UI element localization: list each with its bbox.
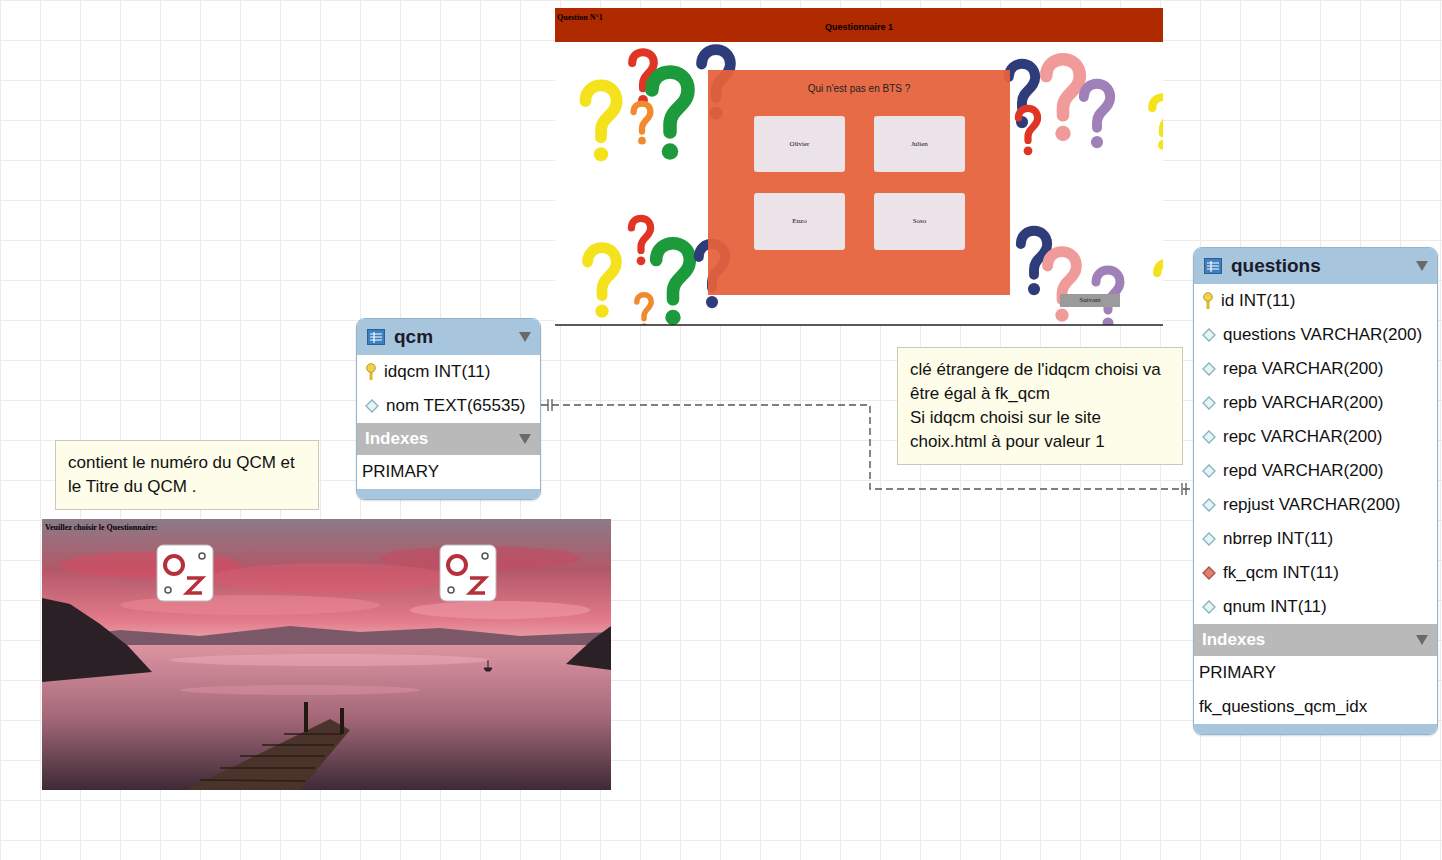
column-icon [1202, 532, 1216, 546]
section-name: Indexes [365, 429, 428, 449]
answer-text: Soso [913, 217, 927, 226]
cardinality-mark [547, 399, 548, 411]
column-name: id INT(11) [1221, 291, 1295, 311]
table-entity: questions id INT(11) questions VARCHAR(200… [1193, 247, 1438, 735]
table-icon [1204, 258, 1222, 274]
answer-button: Enzo [754, 193, 845, 250]
column-row: id INT(11) [1194, 284, 1437, 318]
table-header: qcm [357, 319, 540, 355]
note-box: contient le numéro du QCM et le Titre du… [55, 440, 319, 510]
relationship-line [541, 405, 1193, 489]
note-text: Si idqcm choisi sur le site choix.html à… [910, 406, 1170, 454]
answer-button: Soso [874, 193, 965, 250]
cardinality-mark [1181, 483, 1182, 495]
column-name: idqcm INT(11) [384, 362, 490, 382]
index-name: PRIMARY [1199, 663, 1276, 683]
column-name: questions VARCHAR(200) [1223, 325, 1422, 345]
note-box: clé étrangere de l'idqcm choisi va être … [897, 347, 1183, 465]
collapse-triangle [1392, 261, 1428, 272]
quiz-icon [440, 545, 496, 601]
column-icon [1202, 464, 1216, 478]
collapse-triangle [495, 434, 531, 445]
collapse-triangle [495, 332, 531, 343]
column-name: qnum INT(11) [1223, 597, 1327, 617]
quiz-title: Questionnaire 1 [555, 22, 1163, 33]
column-icon [1202, 430, 1216, 444]
table-name: questions [1231, 255, 1321, 277]
cardinality-mark [551, 399, 552, 411]
column-row: repd VARCHAR(200) [1194, 454, 1437, 488]
column-icon [1202, 498, 1216, 512]
column-icon [1202, 328, 1216, 342]
question-mark-pattern [585, 50, 1163, 325]
index-name: PRIMARY [362, 462, 439, 482]
primary-key-icon [365, 363, 377, 381]
collapse-triangle [1392, 635, 1428, 646]
column-row: repa VARCHAR(200) [1194, 352, 1437, 386]
answer-button: Olivier [754, 116, 845, 172]
answer-text: Enzo [792, 217, 806, 226]
note-text: clé étrangere de l'idqcm choisi va être … [910, 358, 1170, 406]
foreign-key-icon [1202, 566, 1216, 580]
cardinality-mark [1185, 483, 1186, 495]
question-panel: Qui n'est pas en BTS ? Olivier JulienEnzo S… [708, 70, 1010, 295]
table-header: questions [1194, 248, 1437, 284]
column-icon [365, 399, 379, 413]
column-row: nom TEXT(65535) [357, 389, 540, 423]
column-icon [1202, 396, 1216, 410]
column-name: fk_qcm INT(11) [1223, 563, 1339, 583]
next-button: Suivant [1060, 294, 1120, 307]
question-text: Qui n'est pas en BTS ? [708, 70, 1010, 95]
column-row: idqcm INT(11) [357, 355, 540, 389]
index-row: PRIMARY [357, 455, 540, 489]
column-row: repb VARCHAR(200) [1194, 386, 1437, 420]
column-row: repjust VARCHAR(200) [1194, 488, 1437, 522]
index-row: PRIMARY [1194, 656, 1437, 690]
index-row: fk_questions_qcm_idx [1194, 690, 1437, 724]
column-name: nbrrep INT(11) [1223, 529, 1333, 549]
table-name: qcm [394, 326, 433, 348]
column-icon [1202, 600, 1216, 614]
title-band: Question N°1Questionnaire 1 [555, 8, 1163, 42]
column-name: repd VARCHAR(200) [1223, 461, 1383, 481]
button-text: Suivant [1079, 296, 1100, 305]
index-name: fk_questions_qcm_idx [1199, 697, 1367, 717]
page-number: Question N°1 [555, 8, 1163, 22]
screenshot-ground [555, 42, 1163, 325]
table-footer [1194, 724, 1437, 734]
column-row: fk_qcm INT(11) [1194, 556, 1437, 590]
table-footer [357, 489, 540, 499]
column-row: repc VARCHAR(200) [1194, 420, 1437, 454]
section-name: Indexes [1202, 630, 1265, 650]
column-row: questions VARCHAR(200) [1194, 318, 1437, 352]
column-row: nbrrep INT(11) [1194, 522, 1437, 556]
primary-key-icon [1202, 292, 1214, 310]
table-icon [367, 329, 385, 345]
column-name: repc VARCHAR(200) [1223, 427, 1382, 447]
column-row: qnum INT(11) [1194, 590, 1437, 624]
column-name: repa VARCHAR(200) [1223, 359, 1383, 379]
column-icon [1202, 362, 1216, 376]
answer-text: Julien [911, 140, 928, 149]
answer-button: Julien [874, 116, 965, 172]
answer-text: Olivier [790, 140, 810, 149]
quiz-icon [157, 545, 213, 601]
column-name: repb VARCHAR(200) [1223, 393, 1383, 413]
indexes-bar: Indexes [357, 423, 540, 455]
sunset-picture [42, 519, 611, 790]
page-heading: Veuillez choisir le Questionnaire: [45, 523, 158, 533]
indexes-bar: Indexes [1194, 624, 1437, 656]
screenshot-edge [555, 324, 1163, 326]
column-name: nom TEXT(65535) [386, 396, 526, 416]
note-text: contient le numéro du QCM et le Titre du… [68, 451, 306, 499]
column-name: repjust VARCHAR(200) [1223, 495, 1400, 515]
table-entity: qcm idqcm INT(11) nom TEXT(65535) IndexesPR… [356, 318, 541, 500]
